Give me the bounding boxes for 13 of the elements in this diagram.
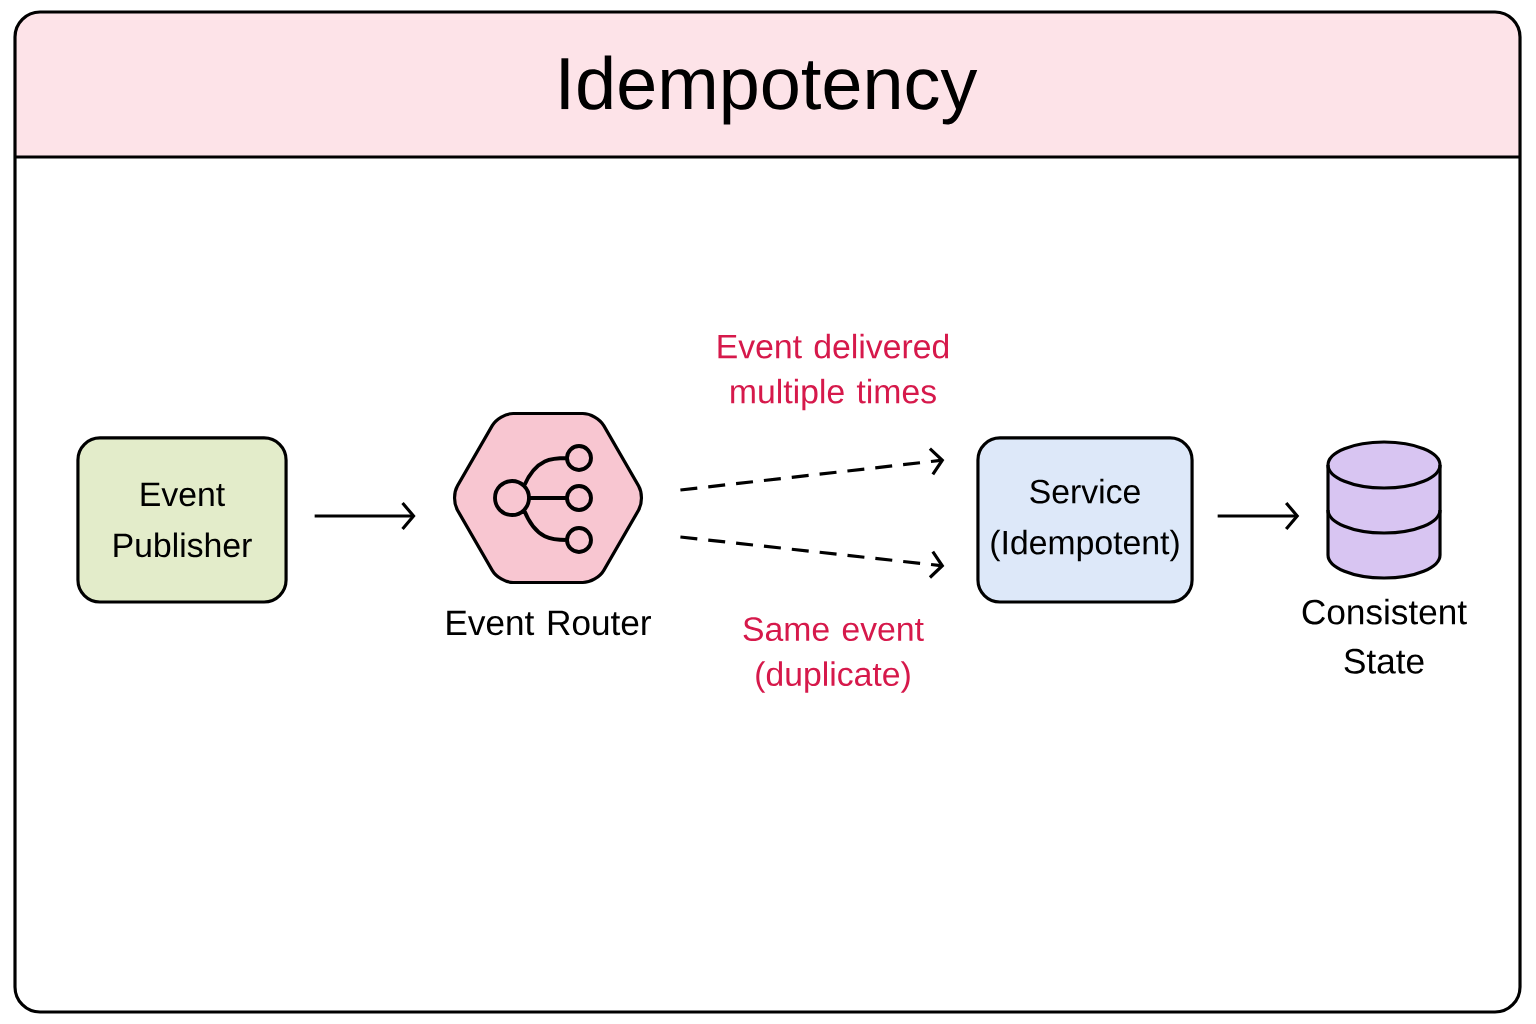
- title: Idempotency: [561, 55, 978, 125]
- router-hexagon: [452, 411, 644, 585]
- arrow: [680, 447, 945, 492]
- node-caption: Consistent State: [1302, 598, 1467, 674]
- service-box: Service (Idempotent): [976, 436, 1194, 604]
- edge-label: Same event (duplicate): [743, 617, 924, 693]
- process-box: Event Publisher: [76, 436, 288, 604]
- database-cylinder: [1326, 440, 1442, 580]
- node-caption: Event Router: [447, 610, 651, 636]
- edge-label: Event delivered multiple times: [718, 333, 949, 411]
- arrow: [314, 501, 416, 531]
- arrow: [1217, 501, 1300, 531]
- arrow: [680, 535, 945, 579]
